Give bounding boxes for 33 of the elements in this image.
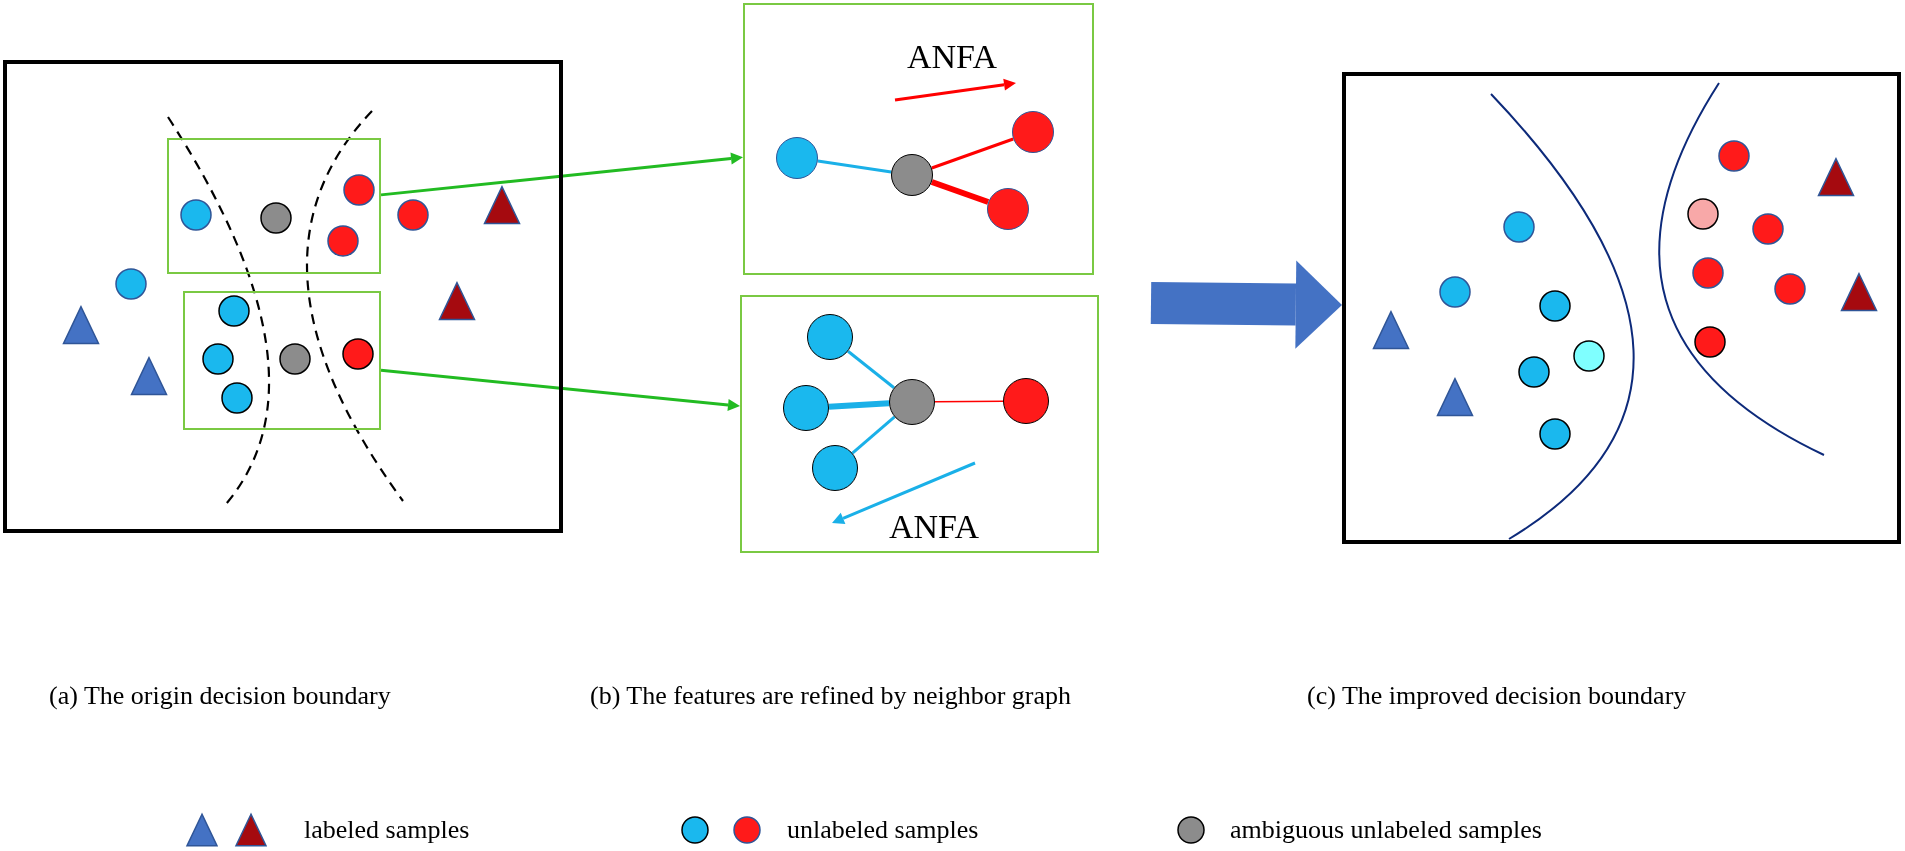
sample-node: [987, 188, 1029, 230]
connector-line: [930, 179, 990, 205]
sample-node: [1003, 378, 1049, 424]
block-arrow: [1150, 260, 1342, 349]
arrow: [380, 152, 743, 197]
zoom-box: [740, 295, 1099, 553]
caption: (c) The improved decision boundary: [1307, 681, 1687, 711]
connector-line: [851, 415, 896, 455]
highlight-box: [167, 138, 381, 274]
legend-label: labeled samples: [304, 815, 470, 845]
sample-node: [812, 445, 858, 491]
connector-line: [817, 159, 892, 174]
zoom-box: [743, 3, 1094, 275]
connector-line: [828, 400, 890, 410]
sample-node: [891, 154, 933, 196]
legend-label: ambiguous unlabeled samples: [1230, 815, 1542, 845]
caption: (b) The features are refined by neighbor graph: [590, 681, 1072, 711]
sample-node: [776, 137, 818, 179]
node-label: ANFA: [889, 508, 979, 546]
caption: (a) The origin decision boundary: [49, 681, 391, 711]
panel-frame: [1342, 72, 1901, 544]
connector-line: [934, 400, 1004, 403]
sample-node: [889, 379, 935, 425]
arrow: [380, 368, 740, 411]
connector-line: [931, 137, 1014, 170]
sample-node: [807, 314, 853, 360]
connector-line: [847, 350, 895, 389]
sample-node: [1012, 111, 1054, 153]
panel-frame: [3, 60, 563, 533]
node-label: ANFA: [907, 38, 997, 76]
sample-node: [783, 385, 829, 431]
highlight-box: [183, 291, 381, 430]
legend-label: unlabeled samples: [787, 815, 979, 845]
